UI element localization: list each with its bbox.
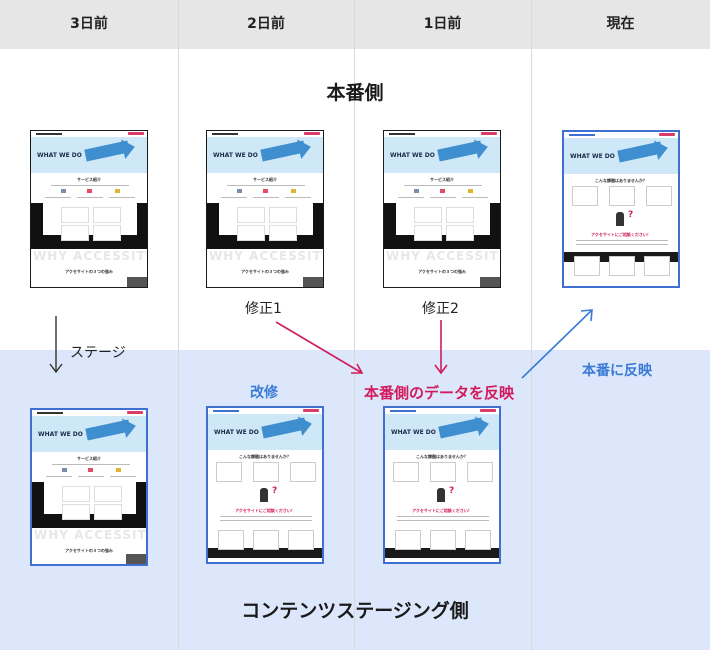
revise-label: 改修 <box>250 385 278 401</box>
staging-to-production-arrow <box>521 309 593 379</box>
fix-2-label: 修正2 <box>422 301 459 317</box>
reflect-production-data-label: 本番側のデータを反映 <box>364 384 515 402</box>
column-header-now: 現在 <box>606 16 635 32</box>
fix-1-label: 修正1 <box>245 301 282 317</box>
reflect-to-production-label: 本番に反映 <box>582 363 652 379</box>
column-divider <box>178 0 179 650</box>
stage-label: ステージ <box>70 345 126 361</box>
production-thumbnail-3-days-ago: WHAT WE DO サービス紹介 WHY ACCESSITE アクセサイトの３… <box>30 130 148 288</box>
production-thumbnail-2-days-ago: WHAT WE DO サービス紹介 WHY ACCESSITE アクセサイトの３… <box>206 130 324 288</box>
stage-arrow <box>49 316 63 374</box>
production-thumbnail-now: WHAT WE DO こんな課題はありませんか？ ? アクセサイトにご相談くださ… <box>562 130 680 288</box>
staging-thumbnail-1-day-ago: WHAT WE DO こんな課題はありませんか？ ? アクセサイトにご相談くださ… <box>383 406 501 564</box>
staging-thumbnail-3-days-ago: WHAT WE DO サービス紹介 WHY ACCESSITE アクセサイトの３… <box>30 408 148 566</box>
production-section-title: 本番側 <box>326 82 384 104</box>
column-header-2-days-ago: 2日前 <box>247 16 285 32</box>
column-divider <box>354 0 355 650</box>
column-header-3-days-ago: 3日前 <box>70 16 108 32</box>
timeline-header <box>0 0 710 49</box>
fix2-to-staging-arrow <box>434 320 448 375</box>
staging-section-title: コンテンツステージング側 <box>241 600 469 622</box>
column-header-1-day-ago: 1日前 <box>423 16 462 32</box>
production-thumbnail-1-day-ago: WHAT WE DO サービス紹介 WHY ACCESSITE アクセサイトの３… <box>383 130 501 288</box>
column-divider <box>531 0 532 650</box>
staging-thumbnail-2-days-ago: WHAT WE DO こんな課題はありませんか？ ? アクセサイトにご相談くださ… <box>206 406 324 564</box>
fix1-to-staging-arrow <box>275 321 364 374</box>
